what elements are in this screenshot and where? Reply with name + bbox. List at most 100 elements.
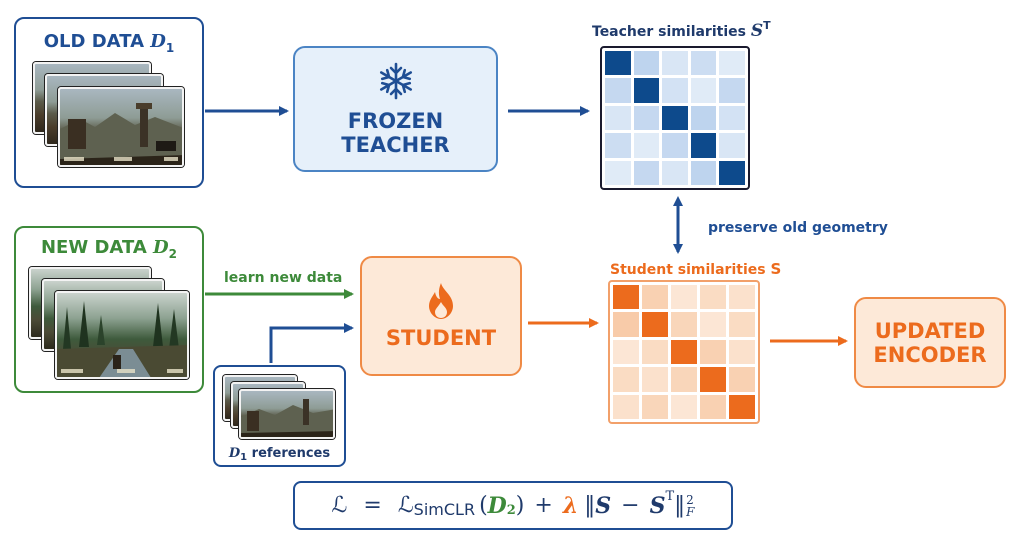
new-data-title: NEW DATA D2 — [16, 237, 202, 261]
student-matrix-cell-4-0 — [613, 394, 639, 419]
student-matrix-cell-1-0 — [613, 312, 639, 337]
student-matrix-cell-3-4 — [729, 367, 755, 392]
student-matrix-title-text: Student similarities — [610, 262, 766, 278]
old-data-frame-front — [58, 87, 184, 167]
norm-sup: 2 — [686, 492, 694, 507]
student-node: STUDENT — [360, 256, 522, 376]
equals-sign: = — [363, 493, 382, 518]
student-matrix-cell-2-1 — [642, 339, 668, 365]
frozen-teacher-line1: FROZEN — [347, 109, 444, 133]
snowflake-icon — [379, 62, 412, 100]
references-symbol: D — [228, 446, 241, 461]
old-data-box: OLD DATA D1 — [14, 17, 204, 188]
student-matrix-cell-4-4 — [729, 394, 755, 419]
student-similarity-matrix — [608, 280, 760, 424]
teacher-matrix-cell-0-2 — [662, 51, 688, 76]
references-frame-front — [239, 389, 335, 439]
st-symbol: S — [649, 492, 666, 519]
student-matrix-cell-0-3 — [700, 285, 726, 310]
new-data-symbol: D — [153, 237, 169, 258]
updated-encoder-line2: ENCODER — [873, 342, 987, 367]
teacher-matrix-cell-2-1 — [633, 105, 660, 131]
student-matrix-cell-4-3 — [700, 394, 726, 419]
teacher-matrix-sup: T — [763, 19, 771, 32]
teacher-matrix-title-text: Teacher similarities — [592, 24, 746, 40]
norm-close: ‖ — [674, 493, 686, 518]
new-data-box: NEW DATA D2 — [14, 226, 204, 393]
frozen-teacher-node: FROZEN TEACHER — [293, 46, 498, 172]
student-matrix-cell-1-1 — [642, 312, 668, 337]
student-matrix-symbol: S — [770, 260, 782, 278]
updated-encoder-line1: UPDATED — [874, 318, 986, 343]
student-matrix-cell-0-1 — [642, 285, 668, 310]
teacher-matrix-cell-3-0 — [605, 133, 631, 158]
teacher-matrix-cell-0-3 — [690, 51, 717, 76]
student-matrix-cell-2-2 — [671, 339, 697, 365]
simclr-subscript: SimCLR — [413, 500, 476, 519]
lambda-symbol: λ — [562, 492, 579, 519]
teacher-matrix-cell-3-2 — [662, 133, 688, 158]
student-label: STUDENT — [385, 326, 497, 350]
s-symbol: S — [595, 492, 612, 519]
student-matrix-cell-3-0 — [613, 367, 639, 392]
new-data-subscript: 2 — [168, 247, 178, 261]
teacher-matrix-cell-1-0 — [605, 78, 631, 103]
teacher-matrix-cell-0-4 — [719, 51, 745, 76]
arg-close: ) — [515, 493, 525, 518]
norm-sub: F — [686, 504, 695, 519]
arg-symbol: D — [487, 492, 507, 519]
references-label: references — [251, 446, 331, 461]
teacher-matrix-cell-0-0 — [605, 51, 631, 76]
teacher-matrix-cell-3-3 — [690, 133, 717, 158]
teacher-matrix-cell-4-1 — [633, 160, 660, 185]
references-box: D1 references — [213, 365, 346, 467]
student-matrix-cell-0-0 — [613, 285, 639, 310]
norm-open: ‖ — [584, 493, 596, 518]
teacher-matrix-cell-1-4 — [719, 78, 745, 103]
learn-new-data-label: learn new data — [224, 270, 343, 286]
student-matrix-cell-3-2 — [671, 367, 697, 392]
student-matrix-cell-4-2 — [671, 394, 697, 419]
references-caption: D1 references — [215, 446, 344, 463]
teacher-matrix-cell-4-3 — [690, 160, 717, 185]
student-matrix-cell-3-1 — [642, 367, 668, 392]
new-data-label: NEW DATA — [40, 237, 147, 258]
teacher-matrix-cell-2-2 — [662, 105, 688, 131]
preserve-geometry-label: preserve old geometry — [708, 220, 888, 236]
teacher-matrix-cell-1-1 — [633, 78, 660, 103]
student-matrix-cell-0-2 — [671, 285, 697, 310]
teacher-matrix-cell-2-0 — [605, 105, 631, 131]
student-matrix-cell-4-1 — [642, 394, 668, 419]
new-data-frame-front — [55, 291, 189, 379]
old-data-symbol: D — [150, 31, 166, 52]
frozen-teacher-line2: TEACHER — [341, 133, 450, 157]
student-matrix-cell-1-2 — [671, 312, 697, 337]
student-matrix-cell-1-4 — [729, 312, 755, 337]
student-matrix-cell-3-3 — [700, 367, 726, 392]
teacher-matrix-symbol: S — [750, 21, 764, 41]
arg-open: ( — [479, 493, 488, 518]
old-data-label: OLD DATA — [43, 31, 144, 52]
old-data-title: OLD DATA D1 — [16, 31, 202, 55]
student-matrix-cell-0-4 — [729, 285, 755, 310]
minus-sign: − — [621, 493, 640, 518]
teacher-matrix-cell-3-4 — [719, 133, 745, 158]
teacher-matrix-cell-2-4 — [719, 105, 745, 131]
student-matrix-cell-2-4 — [729, 339, 755, 365]
old-data-subscript: 1 — [165, 41, 175, 55]
plus-sign: + — [534, 493, 553, 518]
teacher-matrix-cell-1-3 — [690, 78, 717, 103]
student-matrix-title: Student similarities S — [610, 260, 781, 278]
teacher-similarity-matrix — [600, 46, 750, 190]
student-matrix-cell-1-3 — [700, 312, 726, 337]
teacher-matrix-cell-2-3 — [690, 105, 717, 131]
loss-symbol: ℒ — [331, 493, 348, 518]
updated-encoder-node: UPDATED ENCODER — [854, 297, 1006, 388]
teacher-matrix-cell-1-2 — [662, 78, 688, 103]
teacher-matrix-cell-0-1 — [633, 51, 660, 76]
teacher-matrix-cell-4-2 — [662, 160, 688, 185]
flame-icon — [429, 283, 453, 319]
references-subscript: 1 — [240, 452, 248, 463]
